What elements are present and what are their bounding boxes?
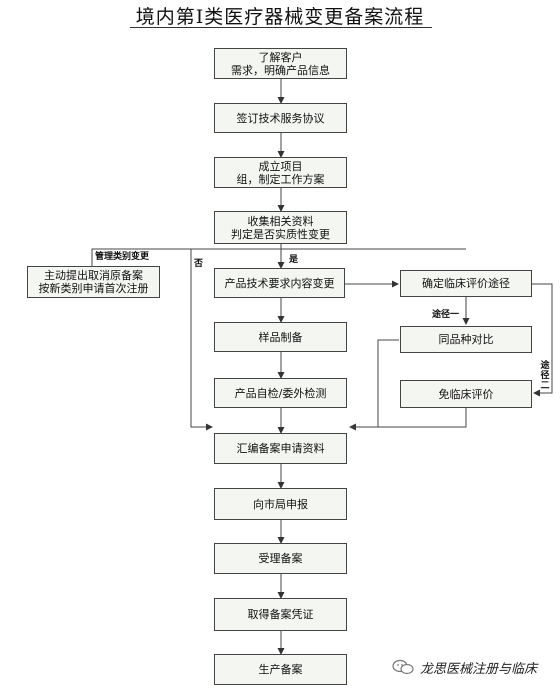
step-collect-materials: 收集相关资料判定是否实质性变更 xyxy=(214,211,347,244)
label-yes: 是 xyxy=(289,255,299,265)
step-collect-line1: 收集相关资料 xyxy=(247,214,314,228)
step-get-certificate: 取得备案凭证 xyxy=(214,598,347,631)
step-self-test: 产品自检/委外检测 xyxy=(214,378,347,408)
brand-watermark: 龙思医械注册与临床 xyxy=(392,655,557,679)
step-same-variety-label: 同品种对比 xyxy=(438,333,494,346)
step-exempt-clinical: 免临床评价 xyxy=(400,380,532,408)
step-form-team: 成立项目组，制定工作方案 xyxy=(214,157,347,188)
step-form-team-line2: 组，制定工作方案 xyxy=(236,172,325,186)
connector-same-back xyxy=(349,339,399,431)
step-exempt-clinical-label: 免临床评价 xyxy=(438,387,494,401)
step-tech-req-label: 产品技术要求内容变更 xyxy=(224,276,335,290)
step-production-filing: 生产备案 xyxy=(214,654,347,685)
step-submit-label: 向市局申报 xyxy=(253,497,308,511)
connector-exempt-down xyxy=(350,408,467,428)
step-compile-dossier: 汇编备案申请资料 xyxy=(214,433,347,464)
step-understand-line1: 了解客户 xyxy=(258,50,303,64)
label-no: 否 xyxy=(194,259,204,269)
step-same-variety: 同品种对比 xyxy=(400,326,532,353)
connector-branch xyxy=(91,248,466,266)
step-reregister-line1: 主动提出取消原备案 xyxy=(44,269,143,282)
connector-no xyxy=(190,249,213,431)
page-title: 境内第I类医疗器械变更备案流程 xyxy=(135,6,425,28)
label-path-one: 途径一 xyxy=(432,310,460,320)
step-sample-prep: 样品制备 xyxy=(214,322,347,352)
connector-path2 xyxy=(532,283,553,397)
wechat-icon xyxy=(392,659,414,675)
label-mgmt-change: 管理类别变更 xyxy=(95,252,150,262)
step-clinical-route: 确定临床评价途径 xyxy=(400,270,532,297)
step-collect-line2: 判定是否实质性变更 xyxy=(231,227,330,241)
step-understand-line2: 需求，明确产品信息 xyxy=(231,63,330,77)
step-reregister: 主动提出取消原备案按新类别申请首次注册 xyxy=(27,266,160,298)
step-sample-prep-label: 样品制备 xyxy=(258,330,303,344)
step-accept-label: 受理备案 xyxy=(258,552,303,565)
step-form-team-line1: 成立项目 xyxy=(258,159,303,173)
step-compile-label: 汇编备案申请资料 xyxy=(236,442,325,455)
step-sign-agreement: 签订技术服务协议 xyxy=(214,103,347,133)
step-sign-agreement-label: 签订技术服务协议 xyxy=(236,111,325,125)
title-underline xyxy=(130,27,432,28)
step-accept-filing: 受理备案 xyxy=(214,543,347,574)
watermark-text: 龙思医械注册与临床 xyxy=(420,661,538,677)
step-clinical-route-label: 确定临床评价途径 xyxy=(422,277,510,290)
step-tech-req-change: 产品技术要求内容变更 xyxy=(214,268,345,298)
step-understand-client: 了解客户需求，明确产品信息 xyxy=(214,48,347,79)
step-production-label: 生产备案 xyxy=(258,663,303,676)
step-certificate-label: 取得备案凭证 xyxy=(247,608,314,621)
step-submit-bureau: 向市局申报 xyxy=(214,488,347,520)
label-path-two: 途径二 xyxy=(540,361,550,391)
step-reregister-line2: 按新类别申请首次注册 xyxy=(38,282,149,295)
step-self-test-label: 产品自检/委外检测 xyxy=(234,386,327,400)
